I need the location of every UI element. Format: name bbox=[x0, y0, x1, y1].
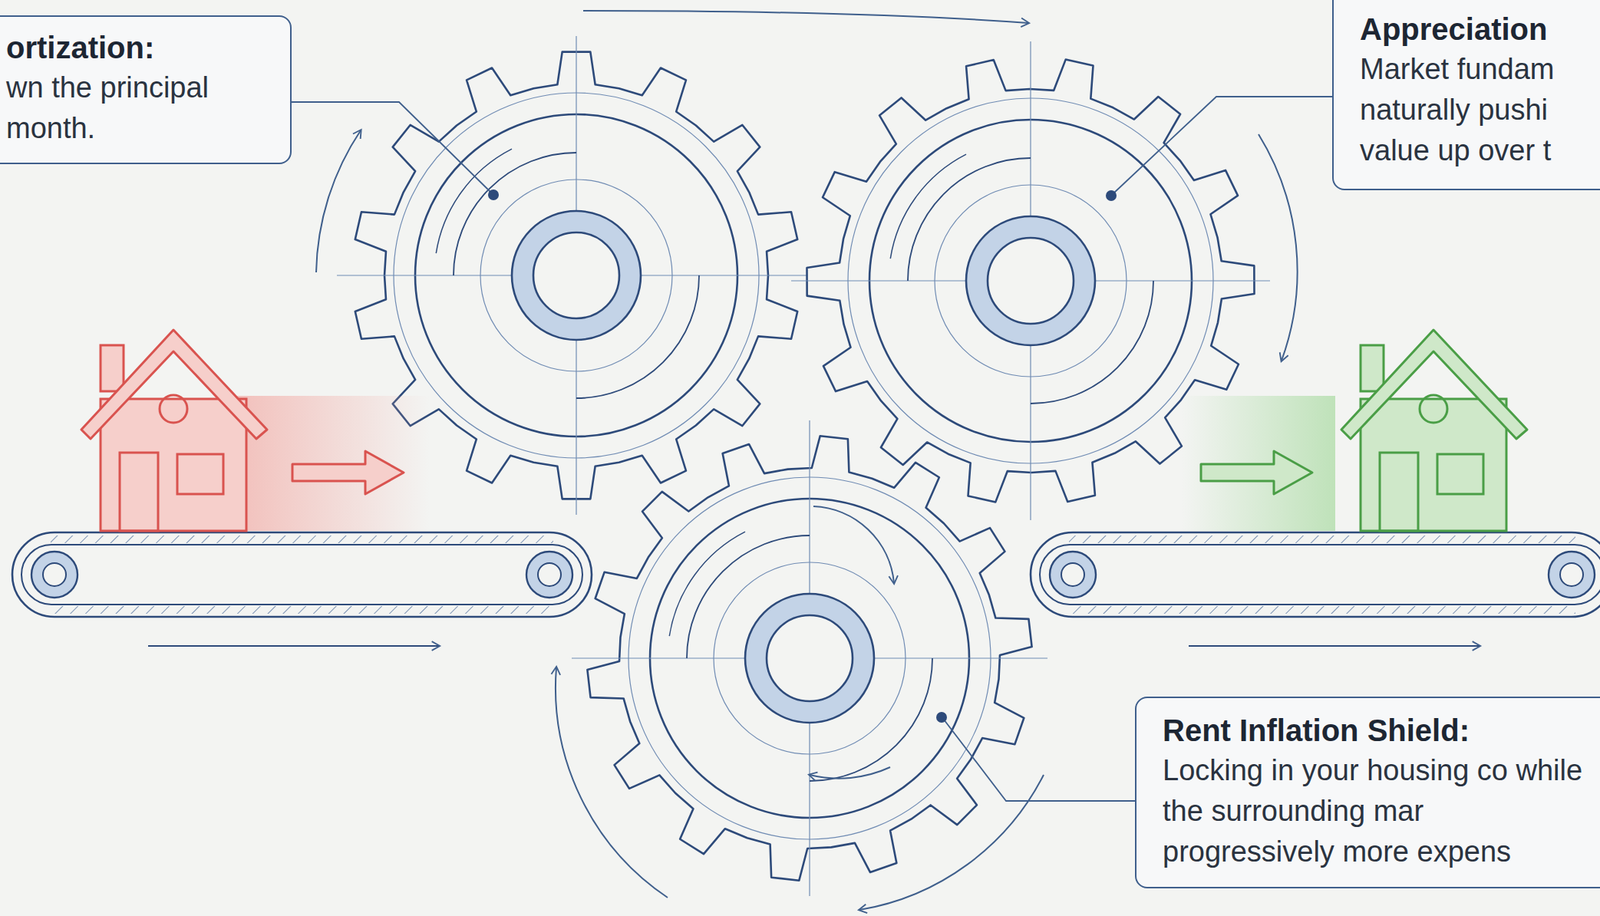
house-icon bbox=[1181, 329, 1528, 532]
callout-heading: ortization: bbox=[6, 27, 271, 68]
conveyor-belt bbox=[12, 532, 592, 617]
callout-box: Rent Inflation Shield:Locking in your ho… bbox=[1134, 696, 1600, 889]
callout-box: AppreciationMarket fundam naturally push… bbox=[1332, 0, 1600, 191]
callout-heading: Appreciation bbox=[1359, 9, 1597, 50]
callout-body: wn the principal month. bbox=[6, 67, 271, 149]
conveyor-belt bbox=[1030, 532, 1600, 617]
house-icon bbox=[81, 329, 430, 532]
callout-body: Market fundam naturally pushi value up o… bbox=[1359, 49, 1597, 172]
gear bbox=[571, 420, 1048, 897]
callout-box: ortization:wn the principal month. bbox=[0, 15, 292, 165]
callout-heading: Rent Inflation Shield: bbox=[1162, 710, 1597, 751]
callout-body: Locking in your housing co while the sur… bbox=[1162, 750, 1597, 874]
